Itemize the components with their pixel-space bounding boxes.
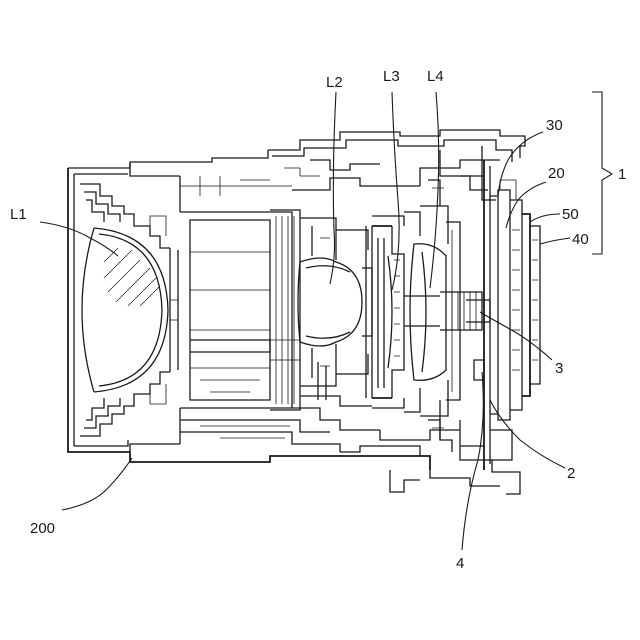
bracket-1	[592, 92, 612, 254]
label-L1: L1	[10, 206, 27, 223]
label-200: 200	[30, 520, 55, 537]
center-barrel	[190, 210, 300, 410]
lens-group-L1	[80, 184, 178, 436]
bottom-barrel-profile	[180, 400, 520, 494]
label-50: 50	[562, 206, 579, 223]
lens-group-L3	[366, 212, 420, 412]
lens-group-L4	[410, 180, 460, 440]
leader-50	[530, 214, 560, 222]
lead-screw-3	[404, 292, 490, 330]
label-40: 40	[572, 231, 589, 248]
leader-L4	[430, 92, 439, 288]
leader-L2	[330, 92, 336, 284]
label-1: 1	[618, 166, 626, 183]
label-3: 3	[555, 360, 563, 377]
label-L3: L3	[383, 68, 400, 85]
label-4: 4	[456, 555, 464, 572]
label-30: 30	[546, 117, 563, 134]
label-L2: L2	[326, 74, 343, 91]
leader-4	[462, 372, 483, 550]
label-L4: L4	[427, 68, 444, 85]
leader-20	[506, 182, 546, 228]
top-barrel-profile	[180, 130, 525, 200]
outer-housing-200	[68, 150, 430, 470]
leader-2	[490, 400, 565, 468]
sensor-assembly	[460, 160, 540, 470]
leader-200	[62, 458, 132, 510]
label-2: 2	[567, 465, 575, 482]
label-20: 20	[548, 165, 565, 182]
leader-3	[480, 312, 552, 360]
leader-40	[540, 238, 570, 244]
leader-L1	[40, 222, 118, 256]
leader-lines	[40, 92, 612, 550]
